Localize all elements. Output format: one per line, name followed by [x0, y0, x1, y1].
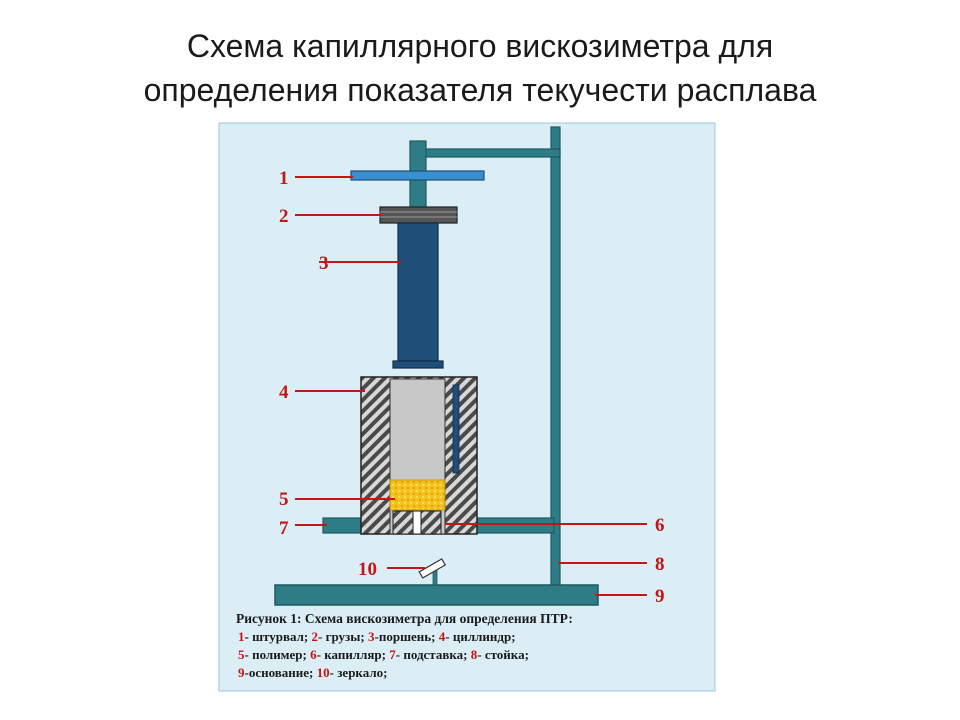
caption-num: 6 [310, 647, 317, 662]
vertical-stand [550, 126, 561, 586]
capillary-channel [412, 510, 422, 535]
label-3: 3 [319, 253, 329, 274]
caption-text: -основание; [244, 665, 317, 680]
leader-lines [295, 176, 647, 596]
label-10: 10 [358, 559, 377, 580]
caption-text: - капилляр; [316, 647, 390, 662]
label-5: 5 [279, 489, 289, 510]
label-2: 2 [279, 206, 289, 227]
weights [379, 206, 458, 224]
caption-heading-text: Схема вискозиметра для определения ПТР: [301, 611, 573, 626]
viscometer-figure: 1 2 3 4 5 6 7 8 9 10 [215, 115, 723, 693]
caption-num: 2 [311, 629, 319, 644]
caption-num: 3 [368, 629, 375, 644]
piston-body [397, 222, 439, 362]
slide-title-line-1: Схема капиллярного вискозиметра для [186, 28, 774, 64]
caption-text: - стойка; [477, 647, 529, 662]
caption-line-2: 5- полимер; 6- капилляр; 7- подставка; 8… [236, 646, 706, 664]
caption-num: 8 [470, 647, 478, 662]
figure-caption: Рисунок 1: Схема вискозиметра для опреде… [236, 610, 706, 682]
slide-title: Схема капиллярного вискозиметра для опре… [0, 24, 960, 112]
caption-text: - циллиндр; [445, 629, 516, 644]
viscometer-diagram: 1 2 3 4 5 6 7 8 9 10 [218, 122, 716, 692]
caption-heading-prefix: Рисунок 1: [236, 611, 302, 626]
base-plate [274, 584, 599, 606]
handwheel [350, 170, 485, 181]
caption-line-3: 9-основание; 10- зеркало; [236, 664, 706, 682]
label-9: 9 [655, 586, 665, 607]
mirror [418, 558, 447, 579]
caption-num: 4 [438, 629, 446, 644]
label-6: 6 [655, 515, 665, 536]
slide-title-line-2: определения показателя текучести расплав… [143, 72, 817, 108]
caption-num: 10 [316, 665, 330, 680]
caption-text: - зеркало; [329, 665, 388, 680]
caption-num: 5 [238, 647, 245, 662]
caption-text: - грузы; [318, 629, 369, 644]
caption-num: 9 [238, 665, 245, 680]
top-arm [414, 148, 561, 158]
thermometer-channel [452, 384, 460, 474]
caption-num: 7 [389, 647, 396, 662]
label-4: 4 [279, 382, 289, 403]
piston-head [392, 360, 444, 369]
caption-text: - подставка; [395, 647, 471, 662]
caption-line-1: 1- штурвал; 2- грузы; 3-поршень; 4- цилл… [236, 628, 706, 646]
caption-heading: Рисунок 1: Схема вискозиметра для опреде… [236, 610, 706, 628]
polymer [389, 479, 446, 511]
caption-num: 1 [238, 629, 245, 644]
label-8: 8 [655, 554, 665, 575]
label-1: 1 [279, 168, 289, 189]
caption-text: - штурвал; [244, 629, 312, 644]
caption-text: - полимер; [244, 647, 311, 662]
label-7: 7 [279, 518, 289, 539]
caption-text: -поршень; [374, 629, 439, 644]
